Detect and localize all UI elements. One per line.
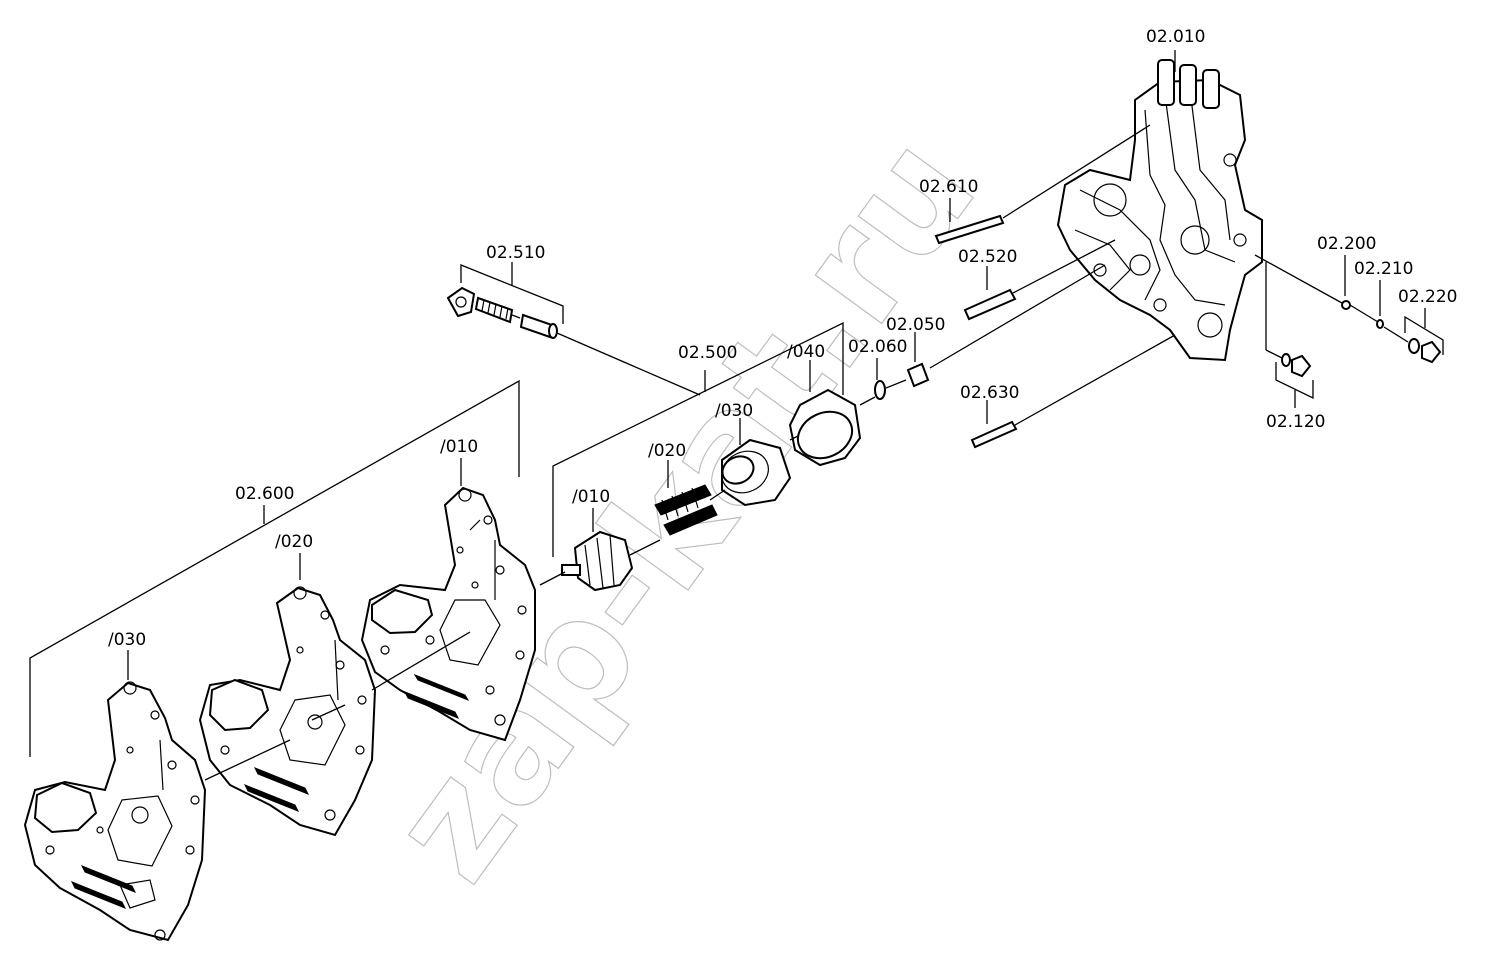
label-02-200: 02.200 [1317,234,1376,254]
plug-02-120[interactable] [1281,353,1312,378]
pinion-gear-010[interactable] [561,530,634,592]
needle-bearings-020[interactable] [654,484,718,536]
pin-02-610[interactable] [934,214,1005,245]
label-02-220: 02.220 [1398,287,1457,307]
plug-02-220[interactable] [1408,338,1442,364]
ball-02-200[interactable] [1341,300,1351,310]
label-010: /010 [572,487,610,507]
label-plate-030: /030 [108,630,146,650]
label-02-630: 02.630 [960,383,1019,403]
spring-02-510[interactable] [474,296,514,324]
label-02-600: 02.600 [235,484,294,504]
label-02-510: 02.510 [486,243,545,263]
label-030: /030 [715,401,753,421]
label-040: /040 [787,342,825,362]
gear-ring-030[interactable] [715,438,792,507]
plate-020[interactable] [198,586,377,837]
sleeve-02-510[interactable] [519,313,558,339]
housing-02-010[interactable] [1056,59,1263,362]
plate-010[interactable] [360,486,536,742]
label-02-060: 02.060 [848,337,907,357]
washer-02-060[interactable] [874,380,886,400]
label-02-120: 02.120 [1266,412,1325,432]
label-020: /020 [648,441,686,461]
label-02-520: 02.520 [958,247,1017,267]
label-02-210: 02.210 [1354,259,1413,279]
spring-02-210[interactable] [1376,319,1384,329]
label-02-500: 02.500 [678,343,737,363]
plate-030[interactable] [23,681,207,942]
label-02-010: 02.010 [1146,27,1205,47]
pin-02-630[interactable] [970,420,1018,449]
outer-ring-040[interactable] [788,388,862,467]
plug-02-510[interactable] [446,286,476,318]
label-plate-010: /010 [440,437,478,457]
label-02-050: 02.050 [886,315,945,335]
bushing-02-050[interactable] [906,362,930,388]
label-02-610: 02.610 [919,177,978,197]
pin-02-520[interactable] [963,288,1017,321]
label-plate-020: /020 [275,532,313,552]
